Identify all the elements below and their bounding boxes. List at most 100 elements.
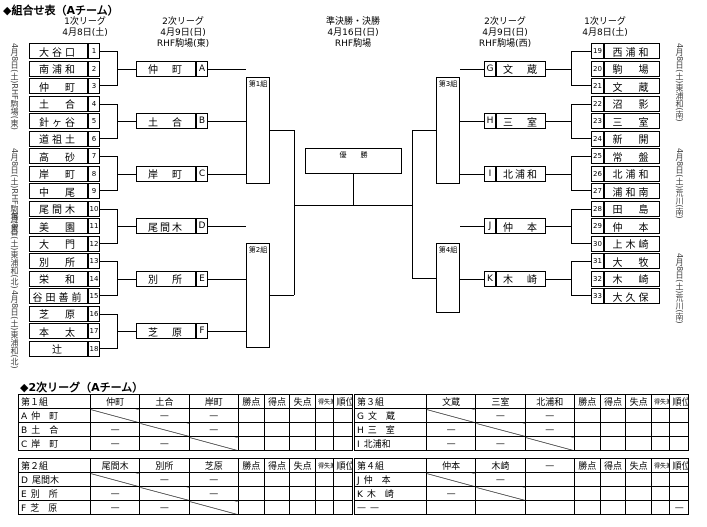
stat-cell [263,422,291,437]
team-name: 大 牧 [604,253,660,269]
stat-cell [650,486,671,501]
team-name: 新 開 [604,130,660,147]
bracket-line [571,156,591,191]
winner-name: 岸 町 [136,165,196,182]
stat-cell [599,436,627,451]
bracket-line [208,331,246,332]
stat-cell [573,500,601,515]
stat-cell [333,408,353,423]
team-name: 文 蔵 [604,78,660,94]
bracket-line [118,68,136,70]
team-name: 芝 原 [29,305,88,322]
opponent-header: 仲町 [89,394,141,409]
result-cell [139,486,190,501]
row-tag: J [357,476,360,486]
stat-cell [237,436,265,451]
team-name: 岸 町 [29,165,88,182]
group-header: 第２組 [18,458,91,473]
team-number: 22 [591,95,604,112]
bracket-line [546,68,571,70]
stat-header: 失点 [289,394,316,409]
stat-cell [669,408,689,423]
opponent-header: 三室 [475,394,526,409]
stat-cell [237,486,265,501]
stat-cell [650,408,671,423]
stat-header: 失点 [289,458,316,473]
final-box: 優 勝 [305,148,402,174]
winner-name: 別 所 [136,270,196,287]
winner-name: 三 室 [496,113,546,129]
stat-header: 勝点 [237,458,265,473]
winner-tag: I [484,165,496,182]
winner-tag: G [484,60,496,77]
team-number: 15 [88,288,100,304]
bracket-line [412,130,413,278]
stat-header: 得失差 [314,394,335,409]
stat-header: 順位 [669,394,689,409]
team-number: 29 [591,218,604,234]
stat-cell [599,408,627,423]
stat-cell [263,472,291,487]
bracket-line [294,205,353,206]
team-number: 28 [591,200,604,217]
result-cell: — [425,422,477,437]
result-cell [425,472,477,487]
stat-cell [573,486,601,501]
team-name: 道祖土 [29,130,88,147]
result-cell [425,500,477,515]
opponent-header: 文蔵 [425,394,477,409]
stat-cell [314,500,335,515]
venue-label: 4月8日(土)RHF駒場(東) [10,148,19,235]
bracket-line [571,51,591,86]
stat-header: 勝点 [573,458,601,473]
team-number: 17 [88,323,100,339]
team-number: 24 [591,130,604,147]
row-tag: C [21,440,28,450]
row-team: 芝 原 [30,504,58,514]
winner-tag: D [196,218,208,234]
bracket-line [208,226,246,227]
team-name: 栄 和 [29,270,88,287]
stat-cell [314,472,335,487]
bracket-line [546,121,571,122]
result-cell [139,422,190,437]
result-cell [475,486,526,501]
bracket-line [100,156,118,191]
stat-header: 失点 [625,394,652,409]
winner-name: 文 蔵 [496,60,546,77]
team-name: 木 崎 [604,270,660,287]
stat-cell [263,436,291,451]
stat-cell [669,422,689,437]
team-number: 30 [591,235,604,252]
result-cell: — [89,486,141,501]
team-name: 土 合 [29,95,88,112]
team-number: 23 [591,113,604,129]
winner-tag: B [196,113,208,129]
stat-cell [333,436,353,451]
bracket-line [118,121,136,122]
stat-cell [314,436,335,451]
result-cell: — [139,408,190,423]
stat-cell [289,408,316,423]
result-cell: — [425,436,477,451]
team-number: 32 [591,270,604,287]
bracket-line [100,313,118,349]
team-number: 25 [591,148,604,164]
bracket-line [353,205,412,206]
group-header: 第１組 [18,394,91,409]
stat-header: 順位 [333,394,353,409]
team-number: 6 [88,130,100,147]
bracket-line [100,51,118,86]
team-number: 27 [591,183,604,199]
stat-cell [333,472,353,487]
group-label: 第2組 [248,246,268,254]
stat-cell [289,500,316,515]
stat-cell [314,408,335,423]
stat-header: 得失差 [650,458,671,473]
team-number: 26 [591,165,604,182]
